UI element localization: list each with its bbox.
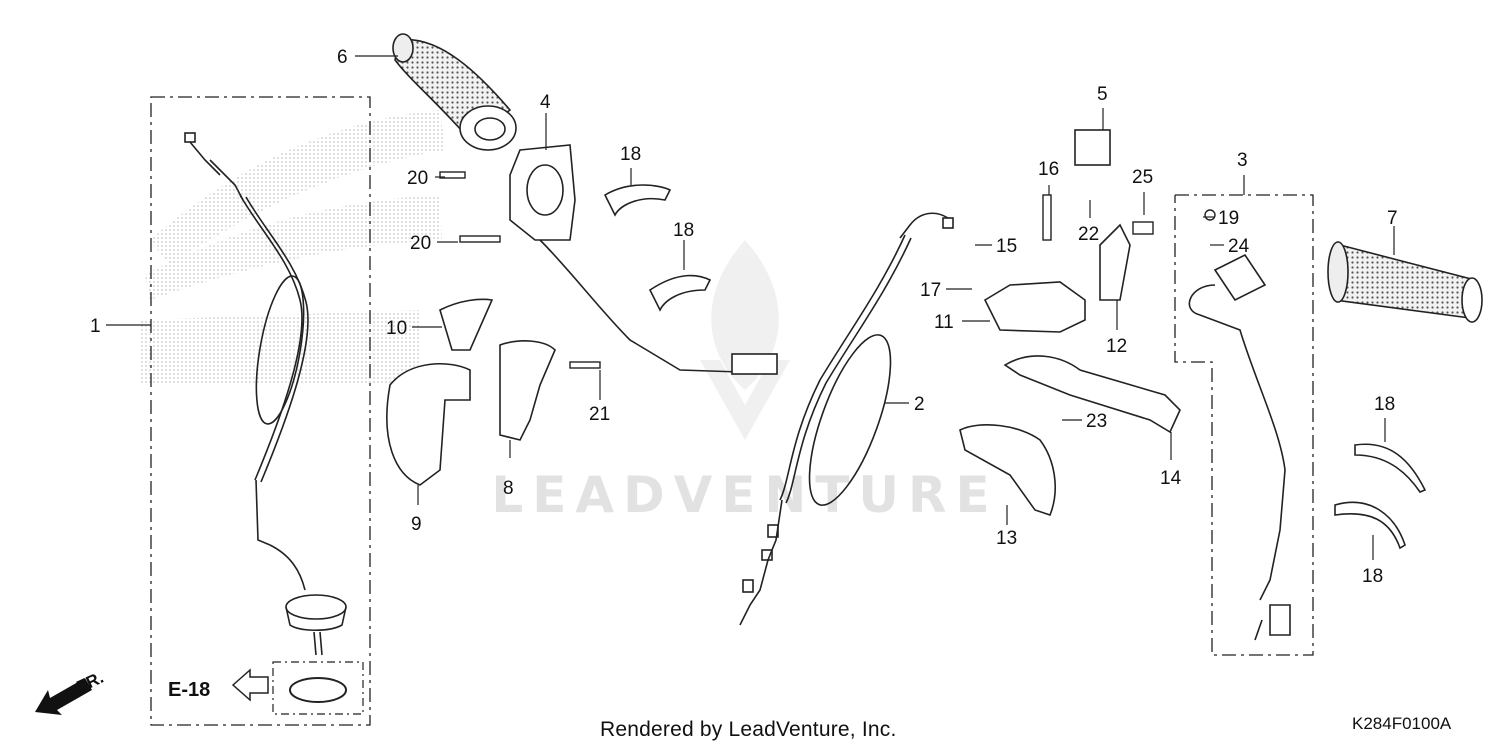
- lever-holder-11: [983, 281, 1086, 333]
- leader-lines: [106, 55, 1395, 560]
- front-direction-icon: [35, 678, 92, 715]
- callout-16: 16: [1038, 159, 1059, 180]
- callout-3: 3: [1237, 150, 1248, 171]
- watermark-logo: [140, 110, 445, 385]
- band-18-a: [603, 184, 672, 217]
- callout-18-b: 18: [673, 220, 694, 241]
- callout-10: 10: [386, 318, 407, 339]
- clutch-lever-14: [1003, 355, 1181, 434]
- reference-box: [272, 661, 364, 715]
- callout-6: 6: [337, 47, 348, 68]
- callout-24: 24: [1228, 236, 1250, 257]
- callout-11: 11: [934, 312, 954, 333]
- callouts: 1 2 3 4 5 6 7 8 9 10 11 12 13 14 15 16 1…: [90, 47, 1398, 587]
- band-18-d: [1334, 501, 1406, 550]
- callout-1: 1: [90, 316, 101, 337]
- throttle-grip: [392, 33, 517, 151]
- diagram-code: K284F0100A: [1352, 714, 1452, 733]
- callout-8: 8: [503, 478, 514, 499]
- callout-19: 19: [1218, 208, 1239, 229]
- callout-13: 13: [996, 528, 1017, 549]
- lever-cover-13: [959, 424, 1056, 516]
- callout-22: 22: [1078, 224, 1099, 245]
- band-18-b: [648, 274, 712, 312]
- left-grip: [1327, 241, 1483, 323]
- reference-arrow-icon: [231, 668, 269, 702]
- assembly-3-boundary: [1174, 194, 1314, 656]
- switch-assembly-3: [1188, 253, 1291, 641]
- reference-label: E-18: [168, 679, 210, 701]
- bracket-12: [1099, 223, 1131, 301]
- throttle-housing: [509, 144, 778, 375]
- callout-5: 5: [1097, 84, 1108, 105]
- callout-2: 2: [914, 394, 925, 415]
- callout-18-c: 18: [1374, 394, 1395, 415]
- callout-23: 23: [1086, 411, 1107, 432]
- housing-part-8: [499, 340, 556, 441]
- callout-20-b: 20: [410, 233, 431, 254]
- watermark-flame: [700, 240, 790, 440]
- callout-21: 21: [589, 404, 610, 425]
- plate-part-10: [439, 298, 494, 351]
- callout-15: 15: [996, 236, 1017, 257]
- callout-12: 12: [1106, 336, 1127, 357]
- housing-part-9: [386, 362, 471, 486]
- callout-4: 4: [540, 92, 551, 113]
- callout-9: 9: [411, 514, 422, 535]
- band-18-c: [1354, 443, 1427, 493]
- clutch-cable: [739, 212, 954, 626]
- callout-25: 25: [1132, 167, 1153, 188]
- gasket-icon: [289, 677, 347, 703]
- callout-17: 17: [920, 280, 941, 301]
- callout-18-a: 18: [620, 144, 641, 165]
- render-credit: Rendered by LeadVenture, Inc.: [600, 718, 897, 741]
- assembly-1-boundary: [150, 96, 371, 726]
- throttle-cable: [184, 132, 347, 656]
- callout-14: 14: [1160, 468, 1182, 489]
- callout-7: 7: [1387, 208, 1398, 229]
- callout-18-d: 18: [1362, 566, 1383, 587]
- watermark-text: LEADVENTURE: [491, 466, 998, 524]
- switch-part-5: [1074, 129, 1111, 166]
- callout-20-a: 20: [407, 168, 428, 189]
